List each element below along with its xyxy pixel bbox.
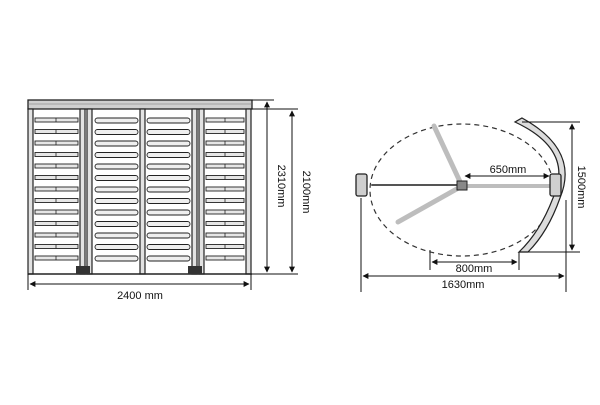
rotor-arm xyxy=(94,198,139,204)
fence-bar xyxy=(34,140,79,146)
rotor-arm xyxy=(146,232,191,239)
rotor-arm xyxy=(94,129,139,135)
total-width-label: 1630mm xyxy=(442,279,485,291)
passage-label: 800mm xyxy=(456,263,493,275)
top-canopy xyxy=(27,99,253,110)
total-width-dimension xyxy=(360,198,567,292)
rotor-arm xyxy=(146,221,191,227)
fence-bar xyxy=(34,232,79,238)
rotor-arm xyxy=(146,209,191,216)
rotor-arm xyxy=(94,175,139,181)
rotor-arm xyxy=(94,152,139,158)
fence-bar xyxy=(34,152,79,157)
rotor-arm xyxy=(146,129,191,135)
rotor-arm xyxy=(94,117,139,124)
rotor-arm xyxy=(146,244,191,250)
rotor-hub xyxy=(456,180,468,191)
fence-bar xyxy=(34,209,79,215)
turnstile-arms xyxy=(371,123,554,225)
rotor-arm xyxy=(146,117,191,124)
rotor-arm xyxy=(146,140,191,147)
rotor-arm xyxy=(94,255,139,262)
rotor-arm xyxy=(94,232,139,239)
left-end-post xyxy=(355,173,368,197)
right-fence-bars xyxy=(205,117,245,261)
height-inner-label: 2100mm xyxy=(300,171,312,214)
fence-bar xyxy=(34,175,79,180)
left-fence-bars xyxy=(34,117,79,261)
width-label: 2400 mm xyxy=(117,290,163,302)
front-view: 2400 mm 2310mm 2100mm xyxy=(27,99,312,302)
rotor-arm xyxy=(94,209,139,216)
rotor-arm xyxy=(94,140,139,147)
fence-bar xyxy=(34,221,79,226)
rotor-arm xyxy=(94,163,139,170)
fence-bar xyxy=(34,186,79,192)
fence-bar xyxy=(34,198,79,203)
arm-span-label: 650mm xyxy=(490,164,527,176)
rotor-arm xyxy=(146,255,191,262)
rotor-arm xyxy=(94,186,139,193)
depth-label: 1500mm xyxy=(575,166,587,209)
depth-dimension xyxy=(520,121,580,253)
rotor-arm xyxy=(146,198,191,204)
rotor-arm xyxy=(94,244,139,250)
width-dimension xyxy=(27,274,252,290)
passage-dimension xyxy=(429,250,520,270)
rotor-arm xyxy=(146,163,191,170)
height-outer-label: 2310mm xyxy=(275,165,287,208)
fence-bar xyxy=(34,129,79,134)
rotor-arms xyxy=(94,117,191,262)
fence-bar xyxy=(34,244,79,249)
rotor-arm xyxy=(146,186,191,193)
fence-bar xyxy=(34,255,79,261)
rotor-arm xyxy=(146,175,191,181)
height-dimensions xyxy=(252,99,298,275)
rotor-arm xyxy=(94,221,139,227)
fence-bar xyxy=(34,163,79,169)
right-end-post xyxy=(549,173,562,197)
rotor-arm xyxy=(146,152,191,158)
rotor-feet xyxy=(76,266,202,274)
fence-bar xyxy=(34,117,79,123)
top-view: 650mm 1500mm 800mm 1630mm xyxy=(355,117,587,292)
